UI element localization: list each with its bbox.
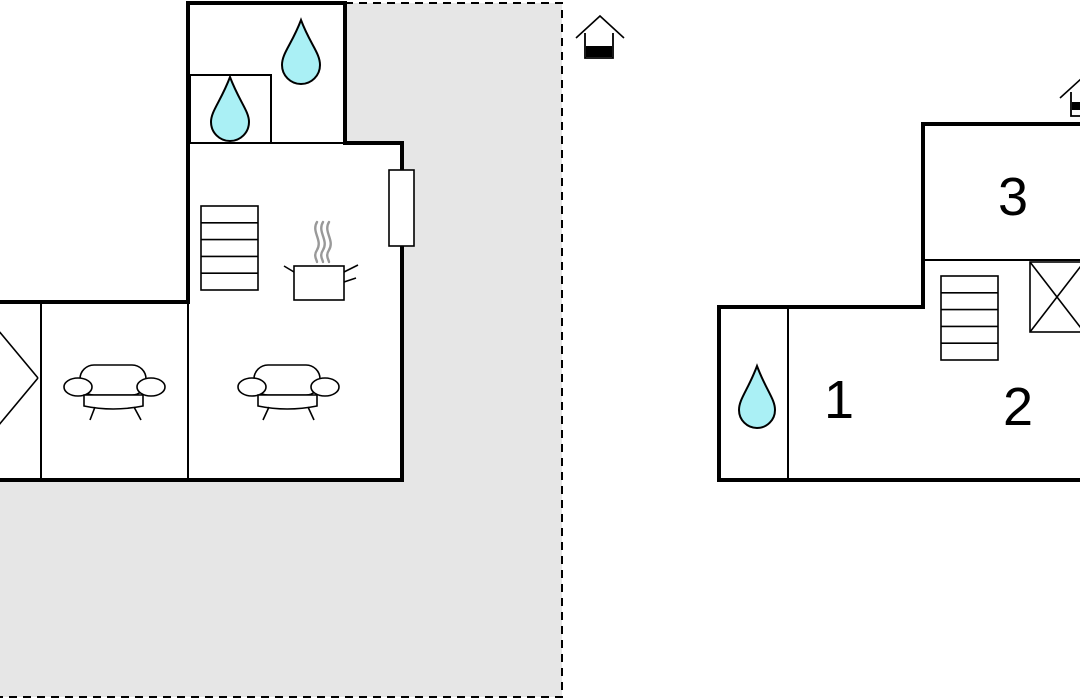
closet-icon xyxy=(0,331,39,425)
sofa-icon xyxy=(237,364,340,421)
room-number-3: 3 xyxy=(998,167,1028,227)
terrace-dashed-border xyxy=(0,2,563,698)
room-number-1: 1 xyxy=(824,370,854,430)
exterior-wall xyxy=(0,1,404,482)
water-drop-icon xyxy=(209,74,251,142)
house-icon xyxy=(1059,78,1080,117)
sofa-icon xyxy=(63,364,166,421)
stairs-icon xyxy=(200,205,259,291)
water-drop-icon xyxy=(280,17,322,85)
exterior-wall xyxy=(717,122,1080,482)
room-number-2: 2 xyxy=(1003,377,1033,437)
window-icon xyxy=(388,169,415,247)
closet-icon xyxy=(1029,261,1080,333)
upper-floor-plan: 1 2 3 xyxy=(717,78,1080,482)
house-icon xyxy=(575,14,625,59)
water-drop-icon xyxy=(737,363,777,429)
cooking-pot-icon xyxy=(283,220,359,301)
terrace-area xyxy=(0,3,562,697)
ground-floor-plan xyxy=(0,1,625,698)
stairs-icon xyxy=(940,275,999,361)
